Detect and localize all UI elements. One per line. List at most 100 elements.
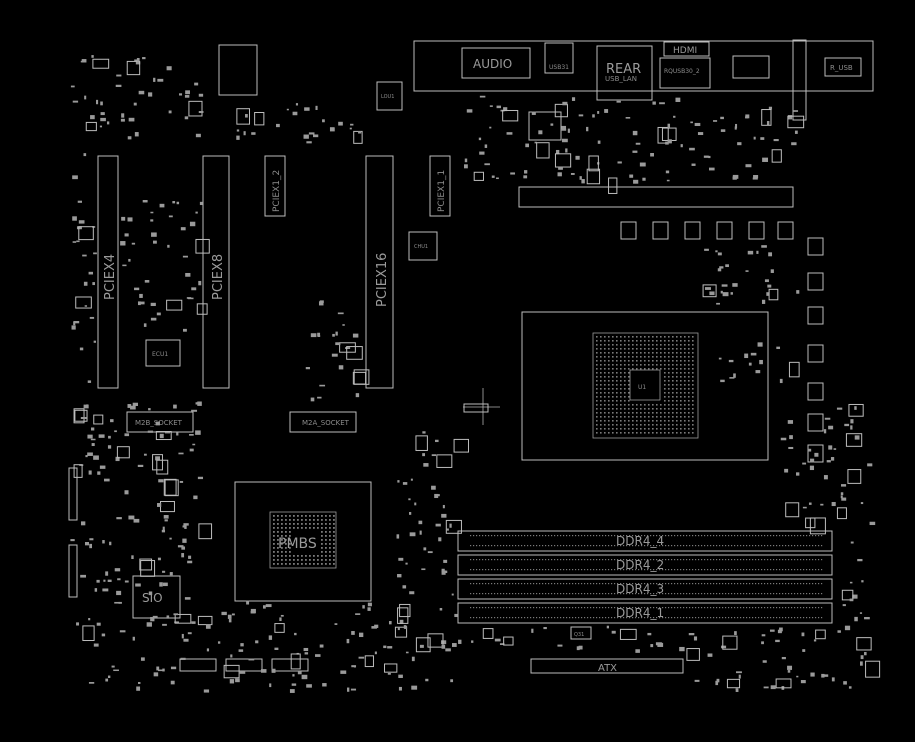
cpu-pin bbox=[608, 428, 610, 430]
cpu-pin bbox=[604, 352, 606, 354]
dimm-pin bbox=[521, 569, 523, 571]
dimm-pin bbox=[473, 559, 475, 561]
dimm-pin bbox=[650, 583, 652, 585]
cpu-pin bbox=[688, 372, 690, 374]
passive bbox=[96, 622, 101, 626]
cpu-pin bbox=[676, 344, 678, 346]
passive bbox=[350, 123, 354, 126]
dimm-pin bbox=[761, 569, 763, 571]
passive bbox=[756, 250, 759, 254]
cpu-pin bbox=[632, 336, 634, 338]
cpu-pin bbox=[644, 424, 646, 426]
ddr4-3-slot[interactable] bbox=[457, 578, 833, 600]
hdmi-port[interactable] bbox=[663, 41, 710, 57]
atx-connector[interactable] bbox=[530, 658, 684, 674]
rear-usb-lan-port[interactable] bbox=[596, 45, 653, 101]
cpu-pin bbox=[648, 348, 650, 350]
usb30-port[interactable] bbox=[659, 57, 711, 89]
dimm-pin bbox=[524, 559, 526, 561]
passive bbox=[87, 452, 93, 456]
ddr4-4-slot[interactable] bbox=[457, 530, 833, 552]
cpu-socket-outline[interactable] bbox=[521, 311, 769, 461]
vga-port[interactable] bbox=[732, 55, 770, 79]
passive bbox=[106, 121, 110, 125]
component bbox=[445, 519, 462, 534]
passive bbox=[181, 553, 185, 558]
cpu-pin bbox=[628, 360, 630, 362]
dimm-pin bbox=[491, 545, 493, 547]
usb31-port[interactable] bbox=[544, 42, 574, 74]
component bbox=[353, 369, 370, 385]
cpu-pin bbox=[692, 364, 694, 366]
pciex4-slot[interactable] bbox=[97, 155, 119, 389]
cpu-pin bbox=[624, 356, 626, 358]
cpu-pin bbox=[636, 344, 638, 346]
dimm-pin bbox=[794, 617, 796, 619]
cpu-pin bbox=[668, 340, 670, 342]
passive bbox=[268, 635, 273, 640]
dimm-pin bbox=[773, 535, 775, 537]
dimm-pin bbox=[599, 569, 601, 571]
passive bbox=[150, 302, 156, 307]
pciex8-slot[interactable] bbox=[202, 155, 230, 389]
passive bbox=[263, 605, 266, 609]
passive bbox=[639, 162, 646, 167]
cpu-pin bbox=[616, 408, 618, 410]
chipset-ball bbox=[289, 559, 291, 561]
pciex1-2-slot[interactable] bbox=[264, 155, 286, 217]
chipset-ball bbox=[329, 527, 331, 529]
cpu-pin bbox=[596, 336, 598, 338]
passive bbox=[292, 674, 295, 677]
cpu-pin bbox=[652, 404, 654, 406]
r-usb-port[interactable] bbox=[824, 57, 862, 77]
dimm-pin bbox=[812, 583, 814, 585]
dimm-pin bbox=[557, 607, 559, 609]
cpu-pin bbox=[612, 392, 614, 394]
cpu-pin bbox=[600, 356, 602, 358]
header-1[interactable] bbox=[179, 658, 217, 672]
m2a-socket[interactable] bbox=[289, 411, 357, 433]
cpu-pin bbox=[692, 368, 694, 370]
passive bbox=[679, 646, 685, 652]
ddr4-1-slot[interactable] bbox=[457, 602, 833, 624]
passive bbox=[98, 434, 105, 438]
cpu-pin bbox=[632, 416, 634, 418]
passive bbox=[807, 448, 812, 452]
dimm-pin bbox=[803, 535, 805, 537]
pmbs-label: PMBS bbox=[278, 536, 317, 552]
chipset-ball bbox=[325, 523, 327, 525]
dimm-pin bbox=[509, 593, 511, 595]
dimm-pin bbox=[797, 559, 799, 561]
dimm-pin bbox=[659, 593, 661, 595]
cpu-pin bbox=[616, 376, 618, 378]
chipset-ball bbox=[289, 519, 291, 521]
dimm-pin bbox=[785, 559, 787, 561]
dimm-pin bbox=[584, 607, 586, 609]
audio-jack[interactable] bbox=[461, 47, 531, 79]
passive bbox=[840, 492, 844, 496]
cpu-pin bbox=[672, 388, 674, 390]
chipset-ball bbox=[305, 527, 307, 529]
dimm-pin bbox=[761, 583, 763, 585]
passive bbox=[788, 115, 793, 120]
chipset-ball bbox=[297, 559, 299, 561]
pciex1-1-slot[interactable] bbox=[429, 155, 451, 217]
ddr4-2-slot[interactable] bbox=[457, 554, 833, 576]
left-header-1[interactable] bbox=[68, 544, 78, 598]
selected-component[interactable] bbox=[463, 403, 489, 413]
dimm-pin bbox=[788, 535, 790, 537]
cpu-pin bbox=[688, 360, 690, 362]
cpu-pin bbox=[616, 380, 618, 382]
dimm-pin bbox=[512, 583, 514, 585]
component bbox=[139, 558, 153, 571]
left-header-2[interactable] bbox=[68, 467, 78, 521]
component bbox=[198, 523, 213, 540]
chipset-outline bbox=[234, 481, 372, 602]
pciex16-slot[interactable] bbox=[365, 155, 394, 389]
chipset-ball bbox=[285, 547, 287, 549]
chipset-ball bbox=[273, 551, 275, 553]
cpu-pin bbox=[616, 360, 618, 362]
header-3[interactable] bbox=[271, 658, 309, 672]
cpu-pin bbox=[636, 408, 638, 410]
passive bbox=[848, 686, 852, 689]
